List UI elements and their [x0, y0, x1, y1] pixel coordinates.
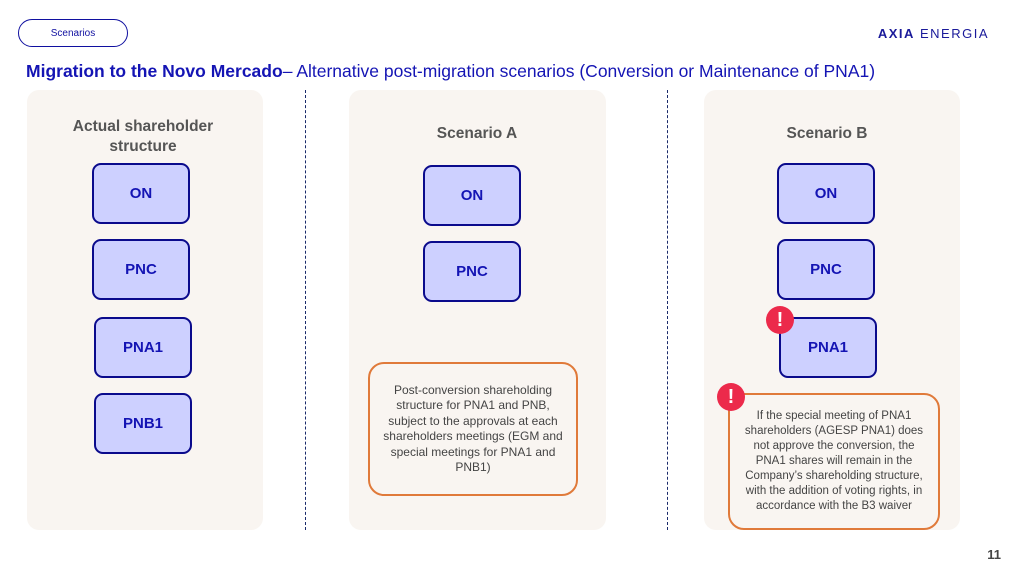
share-box-on: ON [777, 163, 875, 224]
title-bold: Migration to the Novo Mercado [26, 61, 283, 81]
note-scenario-a: Post-conversion shareholding structure f… [368, 362, 578, 496]
exclamation-icon: ! [717, 383, 745, 411]
share-box-pna1: PNA1 [779, 317, 877, 378]
heading-scenario-b: Scenario B [786, 125, 868, 142]
heading-scenario-a: Scenario A [436, 125, 518, 142]
divider [305, 90, 306, 530]
share-box-pnc: PNC [92, 239, 190, 300]
logo-light: ENERGIA [914, 26, 989, 41]
page-title: Migration to the Novo Mercado– Alternati… [26, 61, 875, 82]
note-scenario-b: If the special meeting of PNA1 sharehold… [728, 393, 940, 530]
section-pill[interactable]: Scenarios [18, 19, 128, 47]
page-number: 11 [987, 547, 1001, 562]
panel-scenario-a [349, 90, 606, 530]
share-box-pnc: PNC [777, 239, 875, 300]
logo-bold: AXIA [877, 26, 915, 41]
divider [667, 90, 668, 530]
share-box-pna1: PNA1 [94, 317, 192, 378]
share-box-on: ON [92, 163, 190, 224]
share-box-pnc: PNC [423, 241, 521, 302]
share-box-on: ON [423, 165, 521, 226]
exclamation-icon: ! [766, 306, 794, 334]
title-rest: – Alternative post-migration scenarios (… [282, 61, 876, 81]
logo: AXIA ENERGIA [878, 26, 989, 41]
share-box-pnb1: PNB1 [94, 393, 192, 454]
heading-actual: Actual shareholder structure [72, 118, 214, 155]
